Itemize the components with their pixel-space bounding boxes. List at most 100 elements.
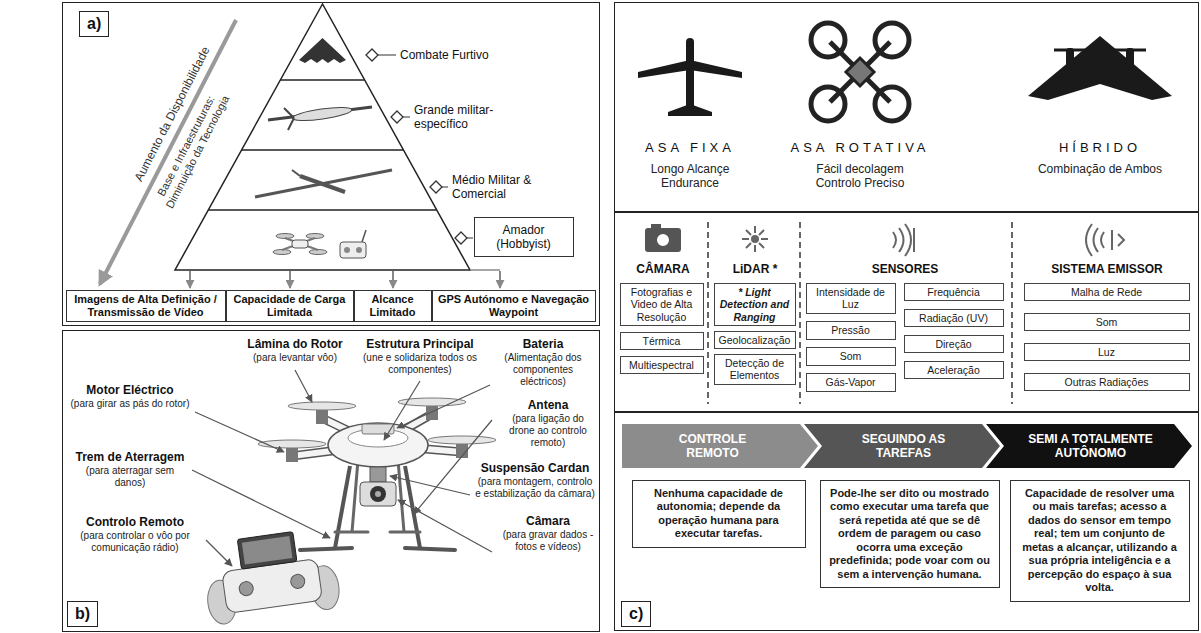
leader-line [414, 420, 492, 514]
feature-box: Geolocalização [714, 331, 796, 350]
large-drone-picture [268, 105, 372, 130]
level-marker [366, 49, 378, 61]
part-note: (para gravar dados - fotos e vídeos) [498, 529, 598, 553]
part-name: Controlo Remoto [65, 515, 205, 529]
part-note: (Alimentação dos componentes eléctricos) [489, 352, 597, 388]
feature-box: Direção [904, 335, 1004, 354]
hobby-drone-picture [273, 230, 366, 258]
medium-drone-picture [255, 170, 392, 197]
feature-box: Intensidade de Luz [806, 283, 896, 314]
feature-text: Geolocalização [718, 334, 792, 347]
large-drone-picture [288, 118, 294, 130]
level-label: Combate Furtivo [400, 48, 520, 62]
section-divider [1011, 222, 1013, 404]
remote-control-picture [222, 559, 323, 614]
part-note: (para controlar o vôo por comunicação rá… [65, 530, 205, 554]
hobby-drone-picture [282, 238, 315, 250]
leader-line [192, 470, 330, 538]
part-name: Estrutura Principal [357, 337, 483, 351]
quadcopter-picture [426, 406, 438, 420]
capability-box: Alcance Limitado [354, 290, 432, 322]
stage-name: CONTROLE REMOTO [668, 432, 758, 460]
part-note: (para levantar vôo) [240, 352, 350, 364]
lidar-icon [761, 238, 768, 240]
level-name: Amador (Hobbyist) [481, 223, 567, 251]
description-box: Capacidade de resolver uma ou mais taref… [1010, 480, 1190, 602]
hybrid-icon [1028, 36, 1172, 100]
feature-arrows [470, 269, 500, 271]
camera-icon [645, 228, 681, 252]
category-title: ASA ROTATIVA [775, 140, 945, 156]
section-divider [614, 212, 1199, 412]
feature-text: Som [1028, 316, 1186, 329]
fixed-wing-icon [638, 38, 742, 116]
hobby-drone-picture [340, 242, 366, 258]
capability-text: Imagens de Alta Definição / Transmissão … [71, 293, 221, 319]
sensor-icon [893, 232, 896, 248]
sensor-icon [893, 224, 914, 256]
level-marker [442, 187, 448, 188]
quadcopter-picture [428, 436, 496, 444]
feature-text: * Light Detection and Ranging [718, 286, 792, 324]
feature-arrows [499, 271, 501, 288]
emitter-icon [1086, 224, 1092, 256]
feature-arrows [190, 270, 500, 288]
hobby-drone-picture [356, 247, 362, 253]
leader-line [398, 500, 492, 552]
feature-box: Som [806, 347, 896, 366]
leader-line [384, 381, 420, 440]
leader-line [397, 385, 490, 428]
part-note: (para aterragar sem danos) [70, 465, 190, 489]
level-marker [391, 111, 403, 123]
description-box: Nenhuma capacidade de autonomia; depende… [632, 480, 806, 548]
drone-pyramid [242, 149, 404, 151]
leader-line [192, 370, 492, 566]
hobby-drone-picture [309, 250, 327, 255]
rotary-wing-icon [811, 23, 909, 121]
lidar-icon [754, 245, 756, 252]
part-note: (para montagem, controlo e estabilização… [475, 476, 595, 500]
level-box: Amador (Hobbyist) [474, 217, 574, 257]
lidar-icon [759, 243, 764, 248]
description-text: Nenhuma capacidade de autonomia; depende… [641, 487, 797, 541]
panel-letter: a) [79, 11, 109, 37]
section-divider [799, 222, 801, 404]
sensor-icon [913, 228, 915, 252]
hobby-drone-picture [306, 234, 324, 239]
lidar-icon [759, 230, 764, 235]
quadcopter-picture [288, 402, 356, 410]
hybrid-icon [1126, 48, 1134, 92]
large-drone-picture [284, 108, 294, 118]
feature-text: Gás-Vapor [810, 376, 892, 389]
feature-arrows [392, 271, 394, 288]
quadcopter-picture [300, 548, 352, 550]
feature-text: Multiespectral [624, 359, 700, 372]
stage-chevron: SEGUINDO AS TAREFAS [804, 424, 1000, 468]
stage-chevron: CONTROLE REMOTO [622, 424, 818, 468]
feature-text: Malha de Rede [1028, 286, 1186, 299]
description-text: Capacidade de resolver uma ou mais taref… [1019, 487, 1181, 595]
sensor-icon [905, 224, 911, 256]
quadcopter-picture [370, 486, 386, 502]
feature-text: Som [810, 350, 892, 363]
section-divider [614, 211, 1199, 213]
feature-box: Aceleração [904, 361, 1004, 380]
part-name: Câmara [498, 514, 598, 528]
section-divider [707, 222, 709, 404]
stealth-drone-picture [299, 38, 346, 63]
column-heading: CÂMARA [621, 262, 705, 276]
part-name: Suspensão Cardan [475, 461, 595, 475]
quadcopter-picture [286, 448, 298, 462]
column-heading: SENSORES [810, 262, 1000, 276]
drone-pyramid [175, 4, 470, 270]
camera-icon [645, 224, 681, 252]
level-marker [455, 232, 467, 244]
remote-control-picture [242, 536, 293, 564]
leader-line [295, 370, 312, 402]
quadcopter-picture [258, 398, 496, 550]
category-note: Longo Alcançe Endurance [640, 162, 740, 190]
hobby-drone-picture [292, 240, 308, 248]
quadcopter-picture [370, 467, 386, 482]
quadcopter-picture [352, 460, 358, 532]
